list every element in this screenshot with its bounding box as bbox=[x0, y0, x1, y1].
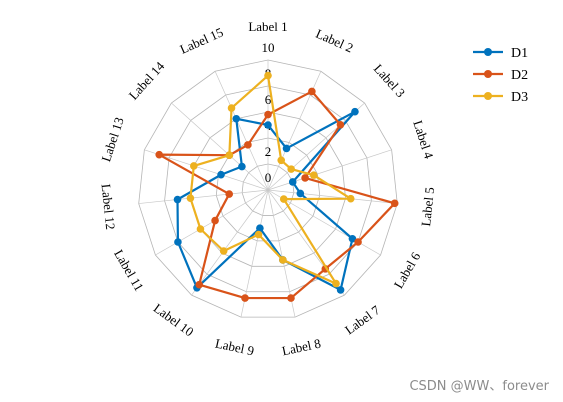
category-label-9: Label 9 bbox=[214, 336, 256, 359]
point-D3-5 bbox=[346, 194, 355, 203]
spoke-14 bbox=[171, 102, 269, 191]
tick-label-10: 10 bbox=[262, 40, 275, 55]
point-D2-6 bbox=[354, 238, 362, 246]
spoke-10 bbox=[191, 189, 269, 296]
radar-grid bbox=[138, 59, 398, 318]
category-label-12: Label 12 bbox=[99, 183, 119, 230]
point-D2-10 bbox=[195, 280, 204, 289]
spoke-5 bbox=[267, 189, 398, 204]
watermark-text: CSDN @WW、forever bbox=[409, 379, 549, 394]
point-D2-4 bbox=[301, 174, 309, 182]
point-D3-4 bbox=[309, 171, 318, 179]
point-D3-2 bbox=[277, 156, 286, 165]
spoke-11 bbox=[155, 189, 269, 256]
point-D2-13 bbox=[155, 150, 163, 159]
point-D1-9 bbox=[256, 224, 264, 232]
point-D1-1 bbox=[264, 121, 272, 129]
series-D2 bbox=[155, 87, 399, 302]
point-D2-11 bbox=[211, 216, 219, 225]
grid-ring-4 bbox=[164, 85, 372, 293]
legend-label-D1: D1 bbox=[511, 46, 528, 61]
point-D3-6 bbox=[279, 195, 288, 203]
point-D1-7 bbox=[336, 286, 345, 294]
point-D3-7 bbox=[332, 279, 340, 288]
legend-marker-D2 bbox=[484, 70, 492, 78]
point-D1-14 bbox=[238, 162, 246, 171]
category-label-15: Label 15 bbox=[178, 24, 226, 56]
category-label-3: Label 3 bbox=[371, 61, 408, 100]
category-label-13: Label 13 bbox=[98, 115, 126, 163]
point-D1-15 bbox=[232, 114, 241, 123]
point-D2-8 bbox=[287, 294, 295, 302]
point-D3-9 bbox=[254, 230, 263, 239]
category-label-8: Label 8 bbox=[281, 336, 323, 359]
spoke-15 bbox=[214, 71, 269, 191]
point-D2-15 bbox=[244, 141, 252, 149]
series-line-D3 bbox=[189, 74, 352, 285]
point-D1-12 bbox=[173, 195, 182, 204]
point-D2-5 bbox=[390, 199, 399, 208]
point-D2-1 bbox=[264, 110, 272, 119]
series-layer bbox=[155, 71, 399, 302]
grid-ring-3 bbox=[190, 111, 346, 267]
point-D1-11 bbox=[174, 238, 182, 246]
category-label-10: Label 10 bbox=[151, 300, 197, 339]
series-D1 bbox=[173, 107, 359, 294]
point-D1-3 bbox=[351, 107, 359, 116]
grid-ring-1 bbox=[241, 163, 295, 216]
category-label-5: Label 5 bbox=[418, 186, 437, 227]
legend-marker-D1 bbox=[484, 48, 492, 56]
legend-label-D2: D2 bbox=[511, 68, 528, 83]
point-D1-5 bbox=[296, 189, 305, 198]
point-D3-11 bbox=[196, 225, 205, 233]
series-line-D1 bbox=[176, 110, 357, 292]
point-D2-3 bbox=[336, 120, 345, 129]
category-label-14: Label 14 bbox=[126, 58, 168, 102]
grid-ring-5 bbox=[138, 59, 398, 318]
point-D3-3 bbox=[287, 165, 295, 173]
spoke-4 bbox=[267, 149, 392, 191]
category-label-11: Label 11 bbox=[111, 247, 147, 294]
point-D3-10 bbox=[219, 247, 228, 255]
point-D3-1 bbox=[264, 71, 272, 80]
category-label-1: Label 1 bbox=[248, 19, 287, 34]
legend-marker-D3 bbox=[484, 92, 492, 100]
category-label-6: Label 6 bbox=[391, 249, 424, 291]
point-D1-6 bbox=[348, 234, 357, 243]
tick-label-2: 2 bbox=[265, 144, 272, 159]
series-line-D2 bbox=[158, 90, 396, 300]
spoke-13 bbox=[144, 149, 269, 191]
category-label-7: Label 7 bbox=[342, 302, 383, 338]
point-D1-2 bbox=[282, 144, 291, 153]
point-D3-13 bbox=[190, 162, 198, 170]
point-D2-9 bbox=[241, 294, 249, 302]
point-D3-15 bbox=[227, 104, 236, 112]
point-D2-2 bbox=[308, 87, 316, 96]
tick-label-0: 0 bbox=[265, 170, 272, 185]
point-D1-13 bbox=[217, 170, 225, 179]
point-D3-12 bbox=[186, 194, 195, 202]
spoke-12 bbox=[138, 189, 269, 204]
legend-label-D3: D3 bbox=[511, 90, 528, 105]
category-label-4: Label 4 bbox=[410, 118, 437, 161]
series-D3 bbox=[186, 71, 355, 288]
category-label-2: Label 2 bbox=[313, 26, 355, 56]
point-D3-8 bbox=[279, 256, 287, 264]
point-D1-4 bbox=[288, 178, 297, 186]
point-D2-12 bbox=[225, 190, 234, 198]
point-D3-14 bbox=[225, 151, 234, 160]
tick-label-6: 6 bbox=[265, 92, 272, 107]
